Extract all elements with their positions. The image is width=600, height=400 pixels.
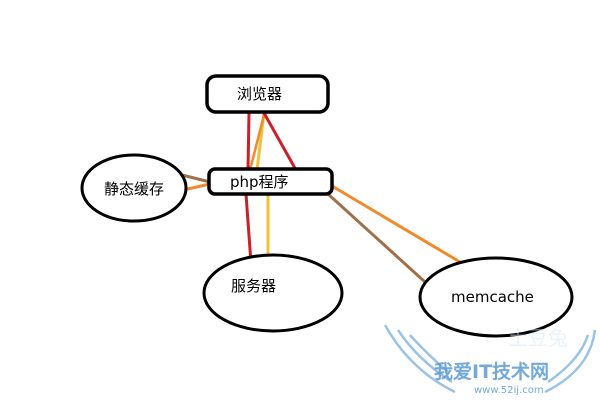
node-static-cache: 静态缓存 <box>80 153 188 223</box>
node-browser-box <box>205 74 330 114</box>
edge-php-browser-red-left <box>246 112 251 171</box>
node-server-label: 服务器 <box>231 277 276 295</box>
node-server-shape <box>202 253 344 333</box>
watermark: 土豆兔 我爱IT技术网 www.52ij.com <box>383 324 597 396</box>
node-static-cache-shape <box>80 153 188 223</box>
node-php: php程序 <box>207 167 334 196</box>
node-php-label: php程序 <box>230 173 289 191</box>
edge-php-browser-orange <box>248 114 266 171</box>
edge-php-server-red <box>244 193 253 264</box>
watermark-url: www.52ij.com <box>474 385 544 396</box>
watermark-title: 我爱IT技术网 <box>434 360 549 383</box>
node-memcache-shape <box>418 256 574 338</box>
node-browser: 浏览器 <box>205 74 330 114</box>
node-browser-label: 浏览器 <box>237 85 282 103</box>
node-static-cache-label: 静态缓存 <box>104 180 164 198</box>
edge-php-memcache-orange <box>331 184 461 264</box>
node-memcache-label: memcache <box>451 288 534 306</box>
watermark-side-text: 土豆兔 <box>508 326 568 350</box>
edge-php-browser-red-right <box>262 112 298 171</box>
edge-php-static-orange <box>182 182 211 192</box>
edge-php-memcache-brown <box>326 192 427 284</box>
connector-group <box>169 112 461 284</box>
watermark-wings-icon <box>383 324 597 394</box>
node-php-box <box>207 167 334 196</box>
node-server: 服务器 <box>202 253 344 333</box>
node-memcache: memcache <box>418 256 574 338</box>
